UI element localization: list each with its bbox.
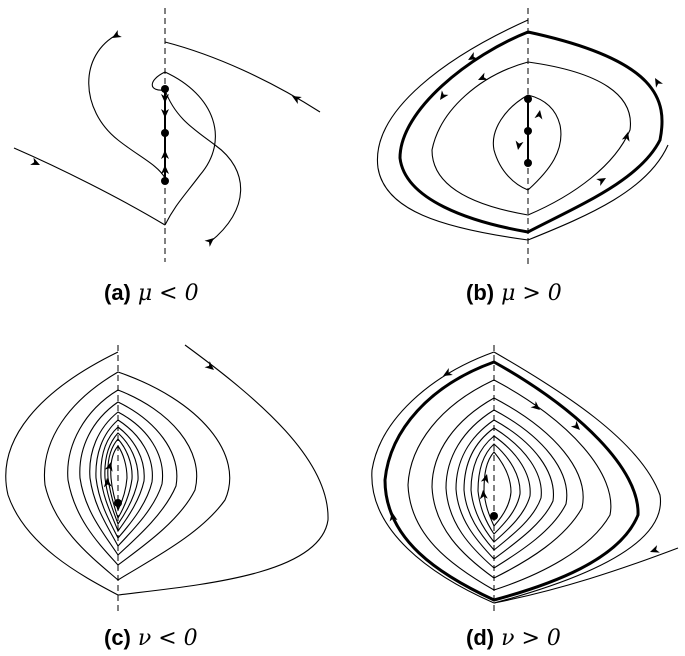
equilibrium-point xyxy=(524,95,532,103)
caption-b-label: (b) xyxy=(466,280,495,305)
caption-a: (a) μ < 0 xyxy=(104,280,199,306)
equilibrium-point xyxy=(524,127,532,135)
caption-c-label: (c) xyxy=(104,625,131,650)
caption-b-expr: μ > 0 xyxy=(501,281,562,306)
panel-d-diagram xyxy=(371,345,679,615)
equilibrium-point xyxy=(114,499,122,507)
caption-a-label: (a) xyxy=(104,280,131,305)
caption-a-expr: μ < 0 xyxy=(137,281,199,306)
caption-c: (c) ν < 0 xyxy=(104,625,198,651)
caption-b: (b) μ > 0 xyxy=(466,280,562,306)
equilibrium-point xyxy=(161,85,169,93)
equilibrium-point xyxy=(161,177,169,185)
caption-c-expr: ν < 0 xyxy=(137,626,198,651)
panel-a-diagram xyxy=(13,8,321,262)
caption-d-label: (d) xyxy=(466,625,495,650)
panel-b-diagram xyxy=(376,8,669,265)
caption-d-expr: ν > 0 xyxy=(501,626,561,651)
caption-d: (d) ν > 0 xyxy=(466,625,561,651)
limit-cycle xyxy=(398,30,664,234)
limit-cycle xyxy=(383,360,640,602)
equilibrium-point xyxy=(524,159,532,167)
equilibrium-point xyxy=(161,129,169,137)
equilibrium-point xyxy=(490,512,498,520)
panel-c-diagram xyxy=(5,344,329,615)
